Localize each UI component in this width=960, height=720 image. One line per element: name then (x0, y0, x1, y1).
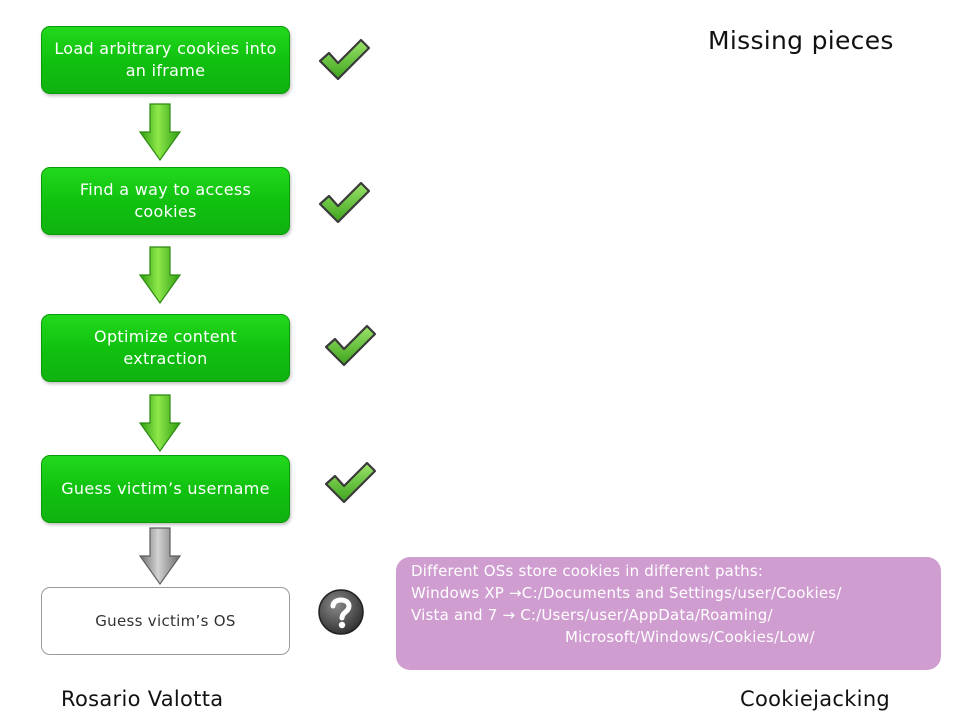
talk-title: Cookiejacking (740, 687, 891, 711)
check-icon (324, 461, 377, 504)
os-paths-note: Different OSs store cookies in different… (396, 557, 941, 670)
note-line: Different OSs store cookies in different… (411, 562, 764, 580)
down-arrow-icon (138, 103, 182, 162)
slide-title: Missing pieces (708, 26, 894, 55)
step-label: Load arbitrary cookies into an iframe (54, 39, 277, 80)
step-load-cookies: Load arbitrary cookies into an iframe (41, 26, 290, 94)
step-label: Find a way to access cookies (79, 180, 252, 221)
down-arrow-icon (138, 394, 182, 453)
down-arrow-icon (138, 246, 182, 305)
step-label: Optimize content extraction (94, 327, 237, 368)
question-icon (318, 589, 364, 635)
step-guess-os: Guess victim’s OS (41, 587, 290, 655)
author-name: Rosario Valotta (61, 687, 224, 711)
check-icon (318, 181, 371, 224)
check-icon (318, 38, 371, 81)
step-label: Guess victim’s OS (95, 612, 236, 630)
note-line: Vista and 7 → C:/Users/user/AppData/Roam… (411, 606, 773, 624)
step-optimize-extraction: Optimize content extraction (41, 314, 290, 382)
step-access-cookies: Find a way to access cookies (41, 167, 290, 235)
step-guess-username: Guess victim’s username (41, 455, 290, 523)
note-line: Windows XP →C:/Documents and Settings/us… (411, 584, 842, 602)
down-arrow-gray-icon (138, 527, 182, 586)
note-line: Microsoft/Windows/Cookies/Low/ (565, 628, 815, 646)
step-label: Guess victim’s username (61, 479, 270, 498)
check-icon (324, 324, 377, 367)
